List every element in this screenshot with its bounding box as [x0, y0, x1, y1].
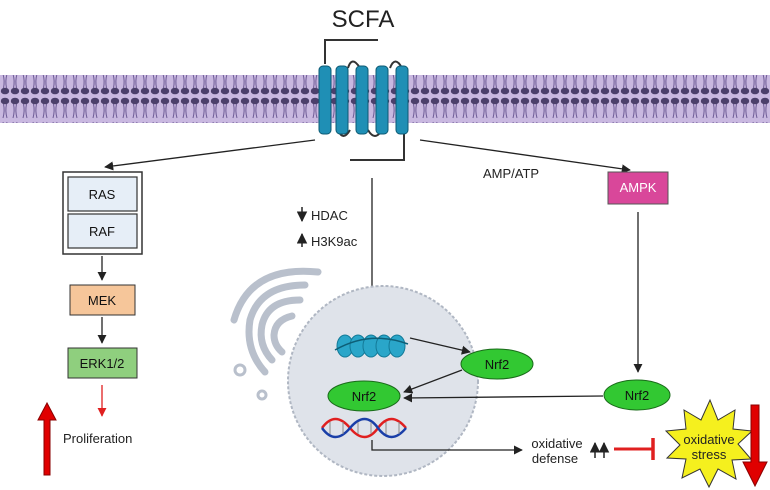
nrf2-nucleus-label: Nrf2: [352, 389, 377, 404]
erk-box: [67, 347, 138, 379]
nrf2-cytoplasm-label: Nrf2: [485, 357, 510, 372]
nrf2-cytoplasm-node: [460, 348, 534, 380]
arrow-to-oxidative-defense: [371, 440, 523, 455]
scfa-receptor: [318, 39, 409, 161]
ras-raf-box: RAS RAF: [62, 171, 143, 255]
arrow-to-ampk: [419, 139, 631, 174]
oxidative-defense-label-2: defense: [532, 451, 578, 466]
oxidative-defense-label-1: oxidative: [531, 436, 582, 451]
erk-label: ERK1/2: [80, 356, 125, 371]
raf-label: RAF: [89, 224, 115, 239]
ampk-box: [607, 171, 669, 205]
arrow-to-ras: [104, 139, 316, 171]
arrow-chromatin-nrf2: [409, 337, 471, 355]
dna-icon: [320, 417, 407, 439]
nrf2-ampk-node: [603, 379, 671, 411]
endoplasmic-reticulum: [230, 267, 322, 401]
up-arrow-icon: [37, 401, 57, 476]
ras-label: RAS: [89, 187, 116, 202]
ampk-label: AMPK: [620, 180, 657, 195]
nrf2-ampk-label: Nrf2: [625, 388, 650, 403]
hdac-label: HDAC: [311, 208, 348, 223]
mek-label: MEK: [88, 293, 117, 308]
scfa-title: SCFA: [332, 6, 395, 33]
chromatin-icon: [334, 334, 409, 358]
inhibition-icon: [614, 438, 655, 460]
arrow-ampk-nrf2-to-nucleus: [403, 393, 604, 403]
nrf2-nucleus-node: [327, 380, 401, 412]
proliferation-label: Proliferation: [63, 431, 132, 446]
h3k9ac-label: H3K9ac: [311, 234, 358, 249]
arrow-nrf2-into-nucleus: [403, 369, 463, 394]
mek-box: [69, 284, 136, 316]
oxidative-stress-label-1: oxidative: [683, 432, 734, 447]
down-red-arrow-icon: [742, 404, 768, 488]
oxidative-stress-burst: [664, 398, 754, 489]
amp-atp-label: AMP/ATP: [483, 166, 539, 181]
oxidative-stress-label-2: stress: [692, 447, 727, 462]
double-up-arrow-icon: [589, 441, 610, 458]
nucleus: [287, 285, 479, 477]
